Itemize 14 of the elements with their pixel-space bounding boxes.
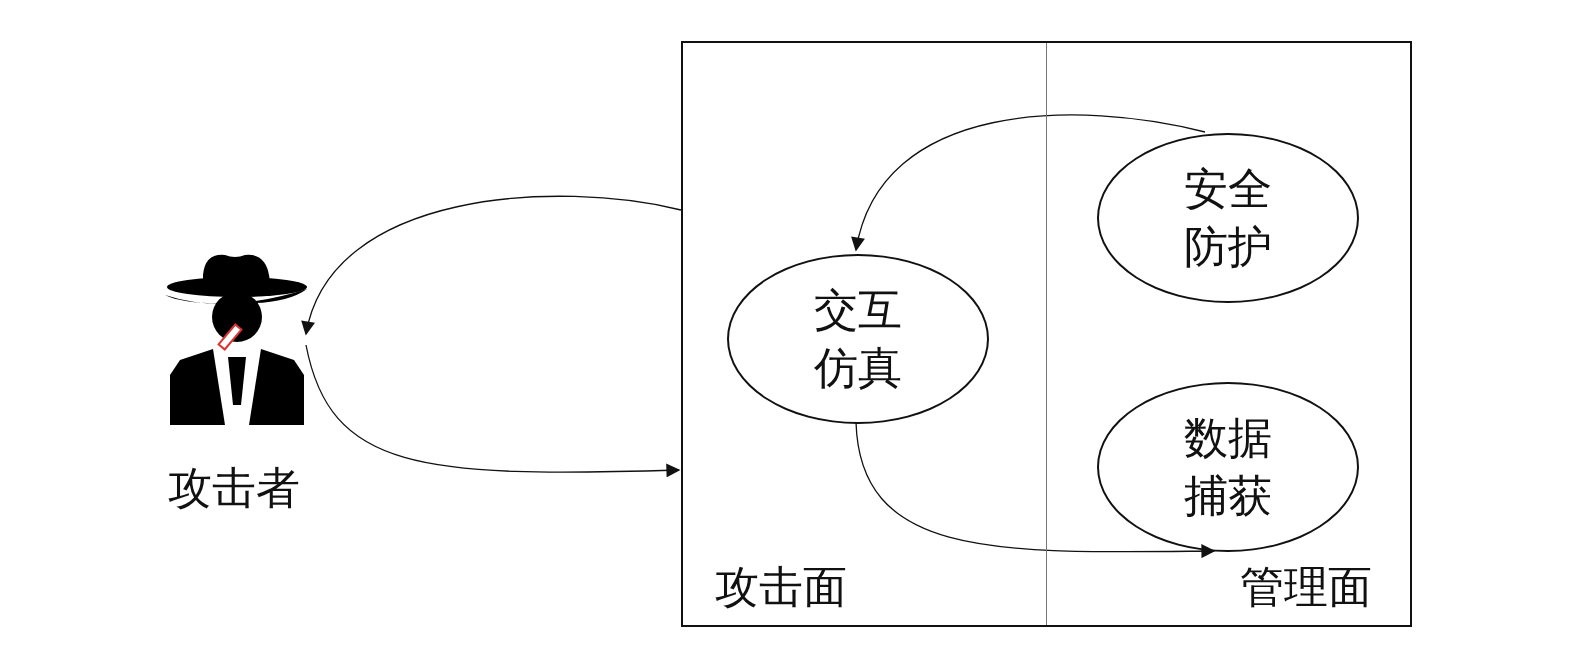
ellipse bbox=[1097, 133, 1359, 303]
arrow bbox=[852, 114, 1206, 252]
arrow bbox=[305, 344, 681, 478]
arrow bbox=[302, 195, 682, 336]
ellipse bbox=[1097, 382, 1359, 552]
region-panel bbox=[681, 41, 1047, 627]
node-label: 安全防护 bbox=[1183, 162, 1273, 274]
region-label: 管理面 bbox=[1240, 560, 1372, 614]
region-label: 攻击面 bbox=[715, 560, 847, 614]
node-label: 数据捕获 bbox=[1183, 411, 1273, 523]
person-label: 攻击者 bbox=[168, 461, 300, 515]
node-label: 交互仿真 bbox=[813, 283, 903, 395]
ellipse bbox=[727, 254, 989, 424]
region-panel bbox=[1046, 41, 1412, 627]
